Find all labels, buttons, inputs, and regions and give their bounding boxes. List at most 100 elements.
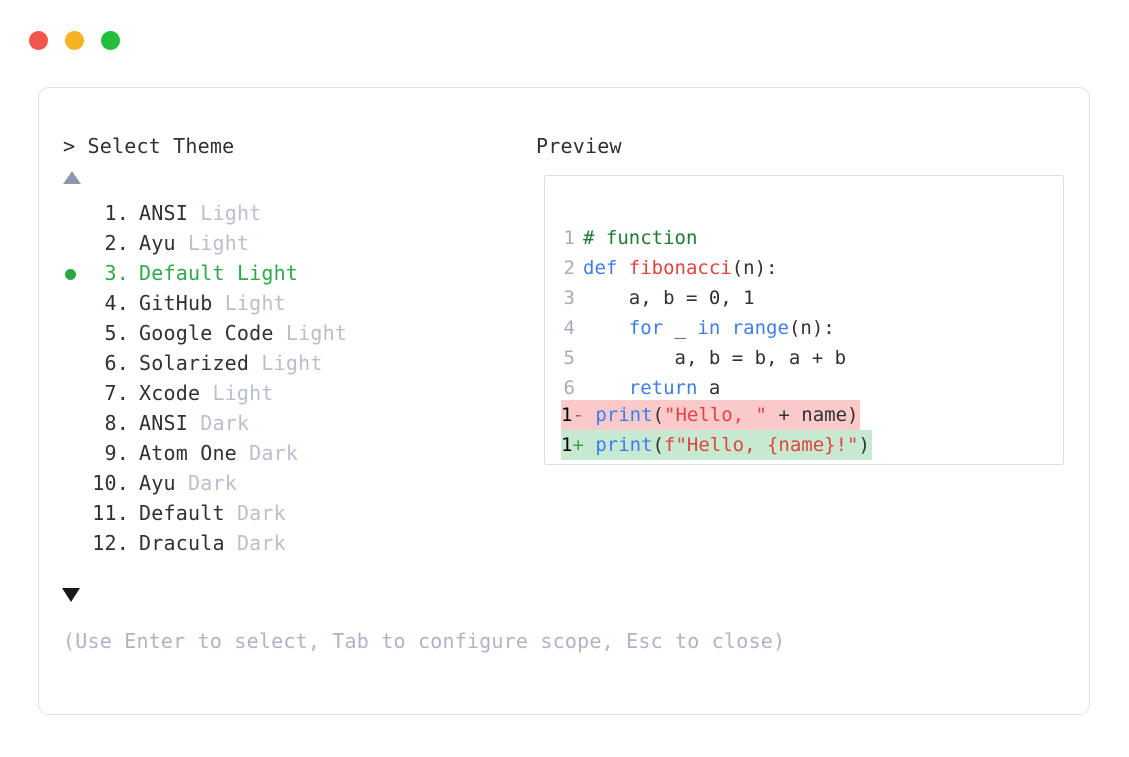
theme-item-label: Ayu Light <box>139 231 250 255</box>
code-token: a, b = b, a + b <box>583 347 847 369</box>
theme-picker-card: > Select Theme 1. ANSI Light 2. Ayu Light 3.… <box>38 87 1090 715</box>
theme-list-item[interactable]: 3. Default Light <box>39 258 509 288</box>
theme-list-item[interactable]: 9. Atom One Dark <box>39 438 509 468</box>
code-token: + name) <box>766 404 859 426</box>
theme-item-label: Xcode Light <box>139 381 274 405</box>
theme-item-number: 5. <box>104 321 129 345</box>
line-number: 1 <box>563 227 575 249</box>
theme-item-number: 12. <box>92 531 129 555</box>
diff-sample: 1- print("Hello, " + name)1+ print(f"Hel… <box>561 400 872 460</box>
code-token <box>583 377 629 399</box>
theme-list-item[interactable]: 8. ANSI Dark <box>39 408 509 438</box>
theme-item-variant: Light <box>261 351 323 375</box>
preview-label: Preview <box>536 134 622 158</box>
theme-item-number: 2. <box>104 231 129 255</box>
theme-item-number: 1. <box>104 201 129 225</box>
diff-sign: - <box>572 404 596 426</box>
theme-item-number: 10. <box>92 471 129 495</box>
theme-item-variant: Light <box>224 291 286 315</box>
theme-list[interactable]: 1. ANSI Light 2. Ayu Light 3. Default Light 4.… <box>39 198 509 558</box>
line-number: 4 <box>563 317 575 339</box>
theme-list-item[interactable]: 12. Dracula Dark <box>39 528 509 558</box>
code-token: ( <box>652 434 664 456</box>
code-token: "Hello, " <box>664 404 767 426</box>
theme-list-item[interactable]: 4. GitHub Light <box>39 288 509 318</box>
code-token: print <box>595 434 653 456</box>
maximize-button[interactable] <box>101 31 120 50</box>
code-token: _ <box>663 317 698 339</box>
theme-list-item[interactable]: 7. Xcode Light <box>39 378 509 408</box>
theme-item-label: ANSI Light <box>139 201 262 225</box>
theme-item-variant: Light <box>285 321 348 345</box>
theme-item-label: Default Dark <box>139 501 286 525</box>
code-token: print <box>595 404 653 426</box>
theme-item-label: GitHub Light <box>139 291 286 315</box>
code-token: f"Hello, {name}!" <box>664 434 859 456</box>
theme-item-number: 9. <box>104 441 129 465</box>
code-line: 1 # function <box>561 223 846 253</box>
theme-item-label: Google Code Light <box>139 321 348 345</box>
theme-list-item[interactable]: 6. Solarized Light <box>39 348 509 378</box>
keyboard-hint: (Use Enter to select, Tab to configure s… <box>63 629 786 653</box>
theme-item-label: Atom One Dark <box>139 441 299 465</box>
close-button[interactable] <box>29 31 48 50</box>
theme-item-label: Ayu Dark <box>139 471 237 495</box>
theme-item-variant: Dark <box>236 531 286 555</box>
theme-item-label: ANSI Dark <box>139 411 250 435</box>
code-token: return <box>628 377 698 399</box>
code-line: 3 a, b = 0, 1 <box>561 283 846 313</box>
theme-item-number: 3. <box>104 261 129 285</box>
code-token: in range <box>697 317 789 339</box>
diff-added-line: 1+ print(f"Hello, {name}!") <box>561 430 872 460</box>
code-token: (n): <box>731 257 778 279</box>
theme-list-item[interactable]: 11. Default Dark <box>39 498 509 528</box>
minimize-button[interactable] <box>65 31 84 50</box>
theme-item-variant: Dark <box>200 411 250 435</box>
code-token: a <box>697 377 721 399</box>
theme-item-number: 4. <box>104 291 129 315</box>
diff-removed-line: 1- print("Hello, " + name) <box>561 400 861 430</box>
theme-item-number: 11. <box>92 501 129 525</box>
code-line: 4 for _ in range(n): <box>561 313 846 343</box>
selected-indicator-dot <box>65 269 76 280</box>
window-controls <box>29 31 120 50</box>
theme-item-variant: Dark <box>236 501 286 525</box>
theme-item-variant: Light <box>187 231 250 255</box>
theme-item-variant: Dark <box>249 441 299 465</box>
line-number: 3 <box>563 287 575 309</box>
code-token: for <box>628 317 664 339</box>
line-number: 6 <box>563 377 575 399</box>
theme-item-variant: Light <box>236 261 299 285</box>
theme-item-label: Dracula Dark <box>139 531 286 555</box>
prompt-label: > Select Theme <box>63 134 235 158</box>
code-token: a, b = 0, 1 <box>583 287 755 309</box>
theme-item-number: 7. <box>104 381 129 405</box>
theme-list-item[interactable]: 2. Ayu Light <box>39 228 509 258</box>
code-token: fibonacci <box>628 257 732 279</box>
diff-sign: + <box>572 434 596 456</box>
theme-item-number: 6. <box>104 351 129 375</box>
code-token: (n): <box>788 317 835 339</box>
theme-item-label: Solarized Light <box>139 351 323 375</box>
code-line: 5 a, b = b, a + b <box>561 343 847 373</box>
theme-item-variant: Light <box>212 381 274 405</box>
theme-item-number: 8. <box>104 411 129 435</box>
scroll-down-arrow-icon[interactable] <box>62 588 80 602</box>
theme-list-item[interactable]: 5. Google Code Light <box>39 318 509 348</box>
code-line: 6 return a <box>561 373 846 403</box>
line-number: 5 <box>563 347 575 369</box>
code-token: # function <box>583 227 698 249</box>
theme-list-item[interactable]: 1. ANSI Light <box>39 198 509 228</box>
theme-list-item[interactable]: 10. Ayu Dark <box>39 468 509 498</box>
theme-item-variant: Light <box>200 201 262 225</box>
line-number: 1 <box>561 404 573 426</box>
theme-item-label: Default Light <box>139 261 299 285</box>
scroll-up-arrow-icon[interactable] <box>63 171 81 184</box>
line-number: 2 <box>563 257 575 279</box>
line-number: 1 <box>561 434 573 456</box>
code-token: ) <box>858 434 870 456</box>
theme-item-variant: Dark <box>187 471 237 495</box>
